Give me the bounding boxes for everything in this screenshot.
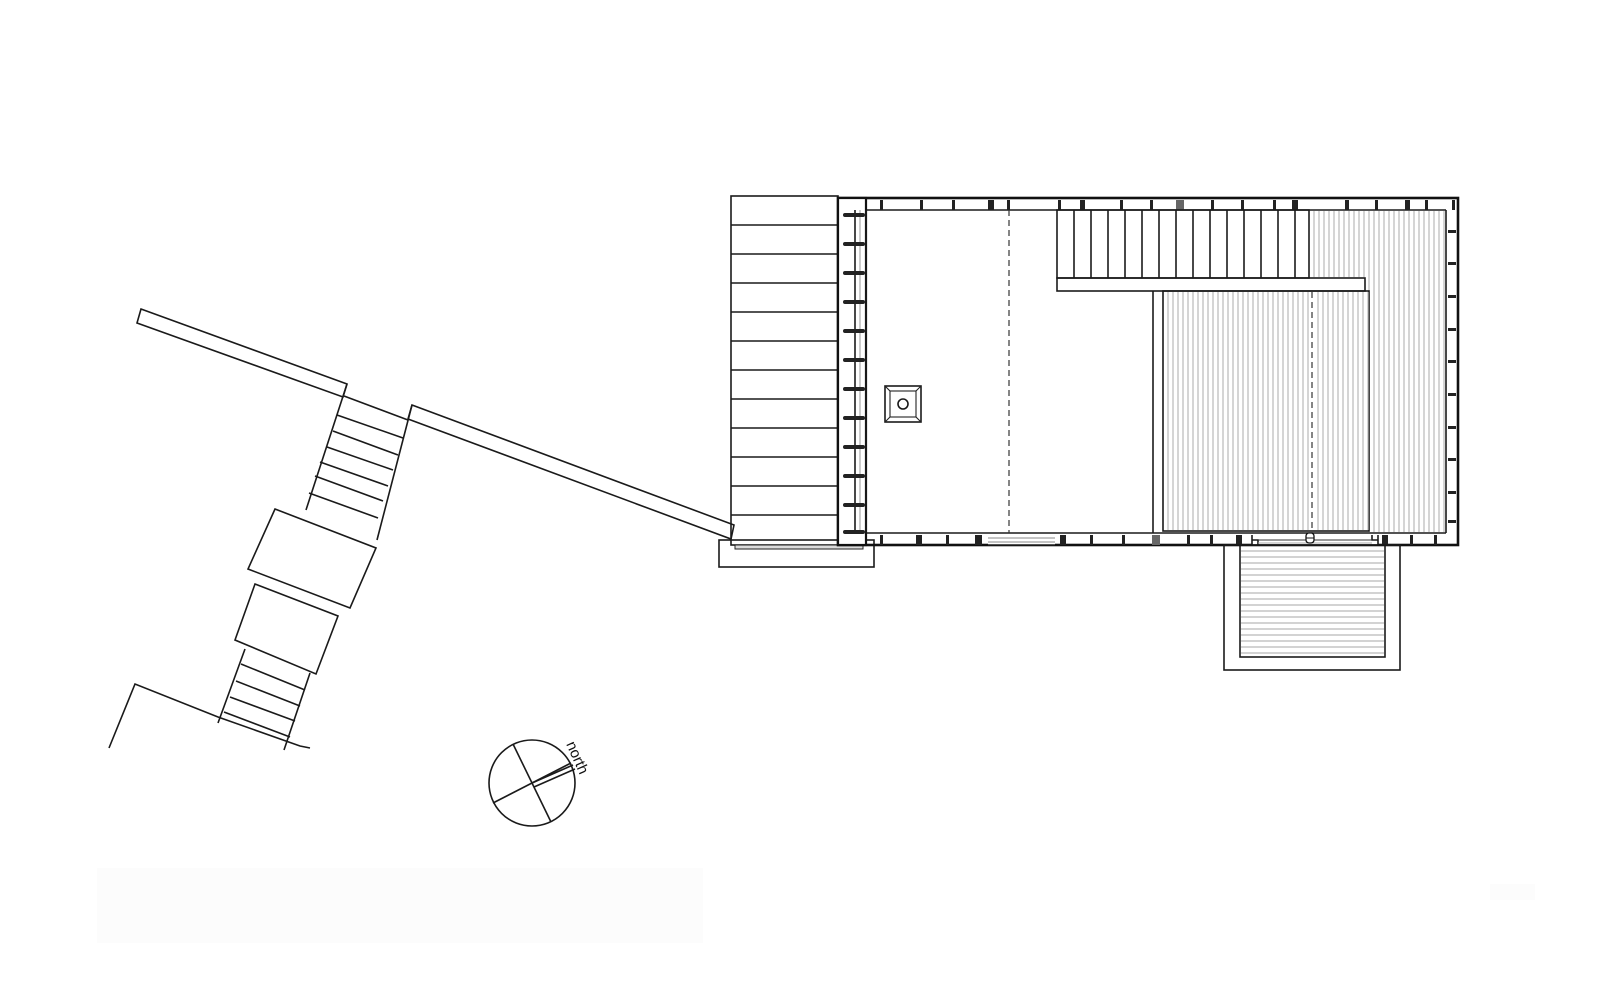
loft-hatch	[1162, 290, 1370, 533]
upper-floor-hatch	[1313, 211, 1445, 532]
interior-staircase	[1056, 209, 1310, 279]
faint-caption-area	[97, 868, 703, 943]
site-path	[108, 307, 735, 751]
building	[836, 196, 1460, 547]
west-wall-studs	[843, 213, 865, 534]
upper-retaining-wall	[136, 307, 348, 399]
north-arrow-icon: north	[488, 739, 592, 827]
terrace-edge	[108, 682, 311, 749]
stair-lower-block	[233, 582, 340, 676]
stair-landing	[246, 507, 378, 610]
ramp-handrail	[407, 403, 735, 541]
faint-corner-mark	[1490, 884, 1535, 900]
east-wall-studs	[1448, 230, 1456, 523]
lower-stair-flight	[217, 648, 311, 751]
upper-stair-flight	[305, 383, 413, 541]
south-door	[988, 535, 1055, 546]
stove-icon	[884, 385, 922, 423]
east-door	[1251, 532, 1379, 545]
south-porch	[1223, 544, 1401, 671]
south-wall-studs	[880, 535, 1437, 545]
stair-landing-bar	[1056, 277, 1366, 292]
west-deck	[718, 195, 875, 568]
deck-step	[718, 539, 875, 568]
north-wall-studs	[880, 200, 1455, 210]
